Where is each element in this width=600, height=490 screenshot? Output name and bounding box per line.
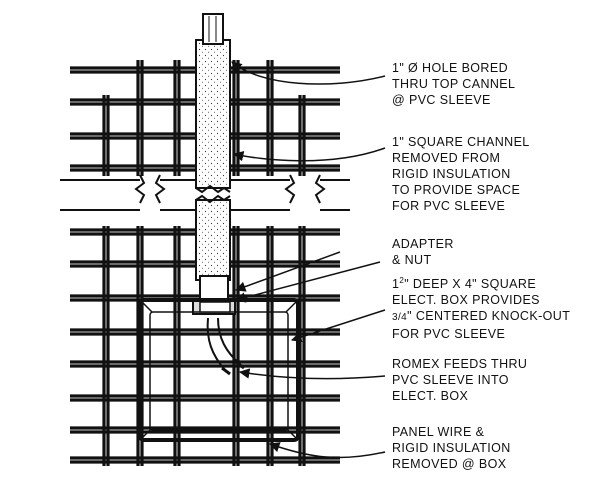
electrical-box	[138, 298, 300, 442]
label-hole-line-3: @ PVC SLEEVE	[392, 93, 491, 107]
label-box-line-4: FOR PVC SLEEVE	[392, 327, 506, 341]
label-channel-line-3: RIGID INSULATION	[392, 167, 511, 181]
label-panel-line-1: PANEL WIRE &	[392, 425, 485, 439]
label-hole-line-1: 1" Ø HOLE BORED	[392, 61, 509, 75]
label-channel-line-1: 1" SQUARE CHANNEL	[392, 135, 530, 149]
label-elect-box: 12" DEEP X 4" SQUARE ELECT. BOX PROVIDES…	[392, 276, 570, 342]
knockout-fraction: 3/4	[392, 312, 408, 323]
label-panel-wire: PANEL WIRE & RIGID INSULATION REMOVED @ …	[392, 424, 511, 472]
label-romex: ROMEX FEEDS THRU PVC SLEEVE INTO ELECT. …	[392, 356, 527, 404]
label-channel-line-2: REMOVED FROM	[392, 151, 501, 165]
label-hole-line-2: THRU TOP CANNEL	[392, 77, 516, 91]
romex-cable	[202, 13, 245, 376]
label-box-line-3: 3/4" CENTERED KNOCK-OUT	[392, 308, 570, 326]
label-panel-line-2: RIGID INSULATION	[392, 441, 511, 455]
box-line-3-text: " CENTERED KNOCK-OUT	[407, 309, 571, 323]
box-depth-fraction: 2	[399, 275, 405, 285]
label-romex-line-3: ELECT. BOX	[392, 389, 469, 403]
label-box-line-2: ELECT. BOX PROVIDES	[392, 293, 540, 307]
label-romex-line-2: PVC SLEEVE INTO	[392, 373, 509, 387]
pvc-sleeve	[195, 39, 231, 281]
label-adapter-line-1: ADAPTER	[392, 237, 454, 251]
box-line-1-text: " DEEP X 4" SQUARE	[404, 277, 537, 291]
label-channel-line-5: FOR PVC SLEEVE	[392, 199, 506, 213]
label-hole-bored: 1" Ø HOLE BORED THRU TOP CANNEL @ PVC SL…	[392, 60, 515, 108]
label-romex-line-1: ROMEX FEEDS THRU	[392, 357, 528, 371]
label-channel-line-4: TO PROVIDE SPACE	[392, 183, 521, 197]
label-square-channel: 1" SQUARE CHANNEL REMOVED FROM RIGID INS…	[392, 134, 530, 214]
label-adapter-nut: ADAPTER & NUT	[392, 236, 454, 268]
label-panel-line-3: REMOVED @ BOX	[392, 457, 507, 471]
leader-lines	[231, 61, 386, 459]
box-depth-whole: 1	[392, 277, 400, 291]
label-box-line-1: 12" DEEP X 4" SQUARE	[392, 276, 570, 292]
label-adapter-line-2: & NUT	[392, 253, 432, 267]
